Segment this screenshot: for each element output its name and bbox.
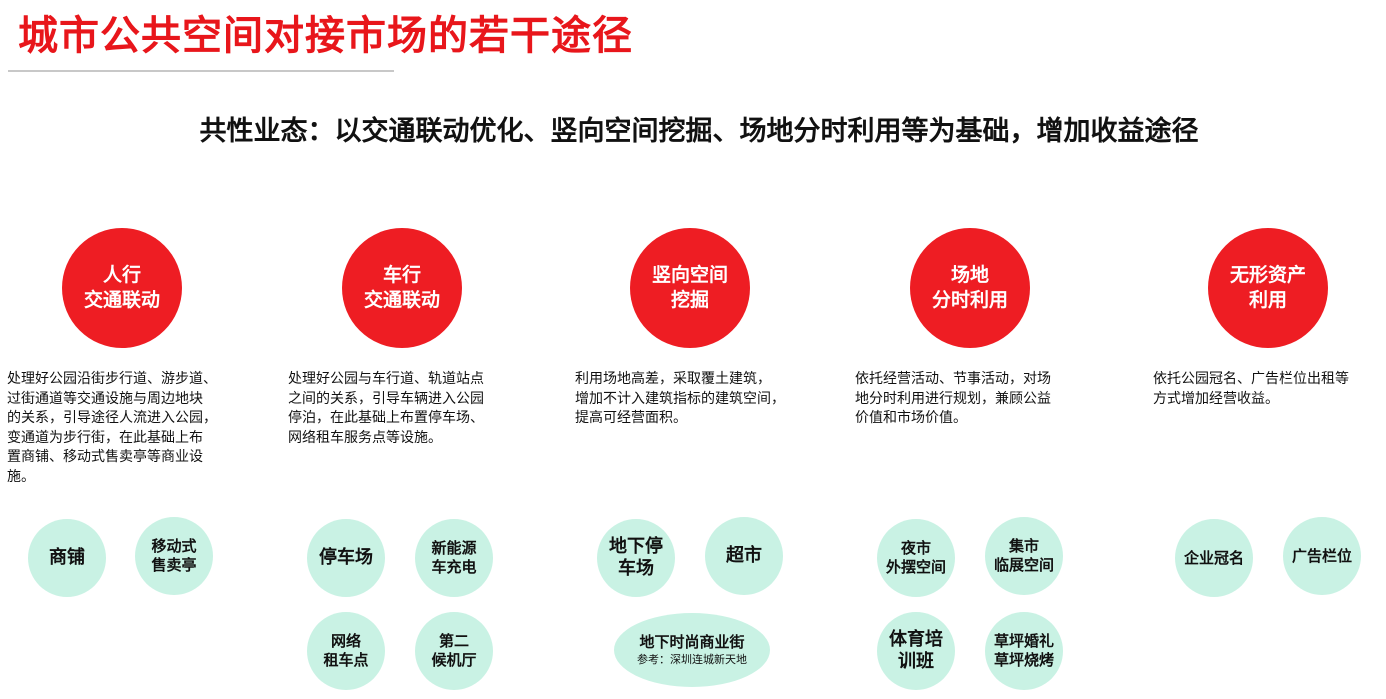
bubble-sports-training: 体育培 训班 [877, 612, 955, 690]
description-line: 之间的关系，引导车辆进入公园 [288, 390, 484, 407]
bubble-label: 夜市 [900, 539, 931, 557]
description-line: 处理好公园沿街步行道、游步道、 [7, 371, 217, 387]
description-vehicle: 处理好公园与车行道、轨道站点 之间的关系，引导车辆进入公园 停泊，在此基础上布置… [288, 370, 484, 448]
description-line: 依托公园冠名、广告栏位出租等 [1153, 371, 1349, 387]
description-intangible-assets: 依托公园冠名、广告栏位出租等 方式增加经营收益。 [1153, 370, 1349, 409]
title-divider [8, 70, 394, 72]
bubble-fair-exhibition: 集市 临展空间 [985, 517, 1063, 595]
description-line: 提高可经营面积。 [575, 410, 687, 426]
description-line: 过街通道等交通设施与周边地块 [7, 390, 203, 407]
description-line: 置商铺、移动式售卖亭等商业设 [7, 449, 203, 465]
bubble-supermarket: 超市 [705, 517, 783, 595]
heading-circle-pedestrian: 人行 交通联动 [62, 228, 182, 348]
bubble-label: 体育培 [889, 629, 943, 650]
bubble-label: 售卖亭 [151, 556, 197, 574]
heading-line: 挖掘 [670, 289, 709, 311]
bubble-ad-space: 广告栏位 [1283, 517, 1361, 595]
bubble-night-market: 夜市 外摆空间 [877, 519, 955, 597]
bubble-underground-parking: 地下停 车场 [597, 519, 675, 597]
description-line: 方式增加经营收益。 [1153, 390, 1279, 407]
bubble-label: 候机厅 [431, 651, 477, 669]
bubble-lawn-events: 草坪婚礼 草坪烧烤 [985, 612, 1063, 690]
bubble-label: 企业冠名 [1183, 548, 1244, 567]
subtitle: 共性业态：以交通联动优化、竖向空间挖掘、场地分时利用等为基础，增加收益途径 [199, 116, 1199, 147]
bubble-label: 地下停 [609, 536, 663, 557]
bubble-second-terminal: 第二 候机厅 [415, 612, 493, 690]
description-vertical-space: 利用场地高差，采取覆土建筑， 增加不计入建筑指标的建筑空间， 提高可经营面积。 [575, 370, 785, 429]
bubble-label: 临展空间 [993, 556, 1054, 574]
bubble-label: 广告栏位 [1291, 546, 1352, 565]
heading-line: 分时利用 [931, 289, 1008, 311]
bubble-label: 网络 [330, 632, 361, 650]
description-line: 地分时利用进行规划，兼顾公益 [855, 390, 1051, 407]
bubble-label: 草坪烧烤 [993, 651, 1054, 669]
bubble-label: 新能源 [431, 539, 477, 557]
bubble-label: 地下时尚商业街 [639, 633, 745, 651]
heading-circle-vertical-space: 竖向空间 挖掘 [630, 228, 750, 348]
bubble-label: 外摆空间 [885, 558, 946, 576]
description-line: 施。 [7, 468, 35, 485]
bubble-label: 第二 [438, 632, 469, 650]
description-line: 价值和市场价值。 [855, 410, 967, 426]
description-line: 网络租车服务点等设施。 [288, 429, 442, 446]
bubble-naming-rights: 企业冠名 [1175, 519, 1253, 597]
bubble-label: 车充电 [431, 558, 477, 576]
heading-circle-intangible-assets: 无形资产 利用 [1208, 228, 1328, 348]
heading-line: 无形资产 [1229, 264, 1306, 286]
page-title: 城市公共空间对接市场的若干途径 [18, 13, 633, 59]
description-pedestrian: 处理好公园沿街步行道、游步道、 过街通道等交通设施与周边地块 的关系，引导途径人… [7, 370, 217, 487]
heading-circle-vehicle: 车行 交通联动 [342, 228, 462, 348]
bubble-label: 移动式 [151, 537, 197, 555]
bubble-label: 租车点 [323, 651, 369, 669]
bubble-label: 草坪婚礼 [993, 632, 1054, 650]
bubble-underground-mall: 地下时尚商业街 参考：深圳连城新天地 [614, 613, 770, 687]
bubble-label: 训班 [898, 651, 934, 672]
bubble-label: 商铺 [49, 547, 85, 568]
heading-line: 场地 [950, 264, 989, 286]
description-line: 处理好公园与车行道、轨道站点 [288, 371, 484, 387]
heading-circle-time-sharing: 场地 分时利用 [910, 228, 1030, 348]
bubble-label: 集市 [1008, 537, 1039, 555]
description-line: 依托经营活动、节事活动，对场 [855, 371, 1051, 387]
description-time-sharing: 依托经营活动、节事活动，对场 地分时利用进行规划，兼顾公益 价值和市场价值。 [855, 370, 1051, 429]
bubble-label: 超市 [726, 545, 762, 566]
description-line: 停泊，在此基础上布置停车场、 [288, 410, 484, 426]
heading-line: 利用 [1248, 289, 1287, 311]
heading-line: 车行 [382, 264, 421, 286]
bubble-reference-note: 参考：深圳连城新天地 [637, 653, 747, 666]
bubble-parking-lot: 停车场 [307, 519, 385, 597]
heading-line: 交通联动 [363, 289, 440, 311]
bubble-label: 车场 [618, 558, 654, 579]
heading-line: 竖向空间 [651, 264, 728, 286]
bubble-shops: 商铺 [28, 519, 106, 597]
bubble-mobile-kiosk: 移动式 售卖亭 [135, 517, 213, 595]
description-line: 变通道为步行街，在此基础上布 [7, 429, 203, 446]
description-line: 增加不计入建筑指标的建筑空间， [575, 390, 785, 407]
description-line: 的关系，引导途径人流进入公园， [7, 410, 217, 426]
bubble-ev-charging: 新能源 车充电 [415, 519, 493, 597]
bubble-car-rental: 网络 租车点 [307, 612, 385, 690]
bubble-label: 停车场 [319, 547, 373, 568]
heading-line: 人行 [102, 264, 141, 286]
heading-line: 交通联动 [83, 289, 160, 311]
description-line: 利用场地高差，采取覆土建筑， [575, 371, 771, 387]
